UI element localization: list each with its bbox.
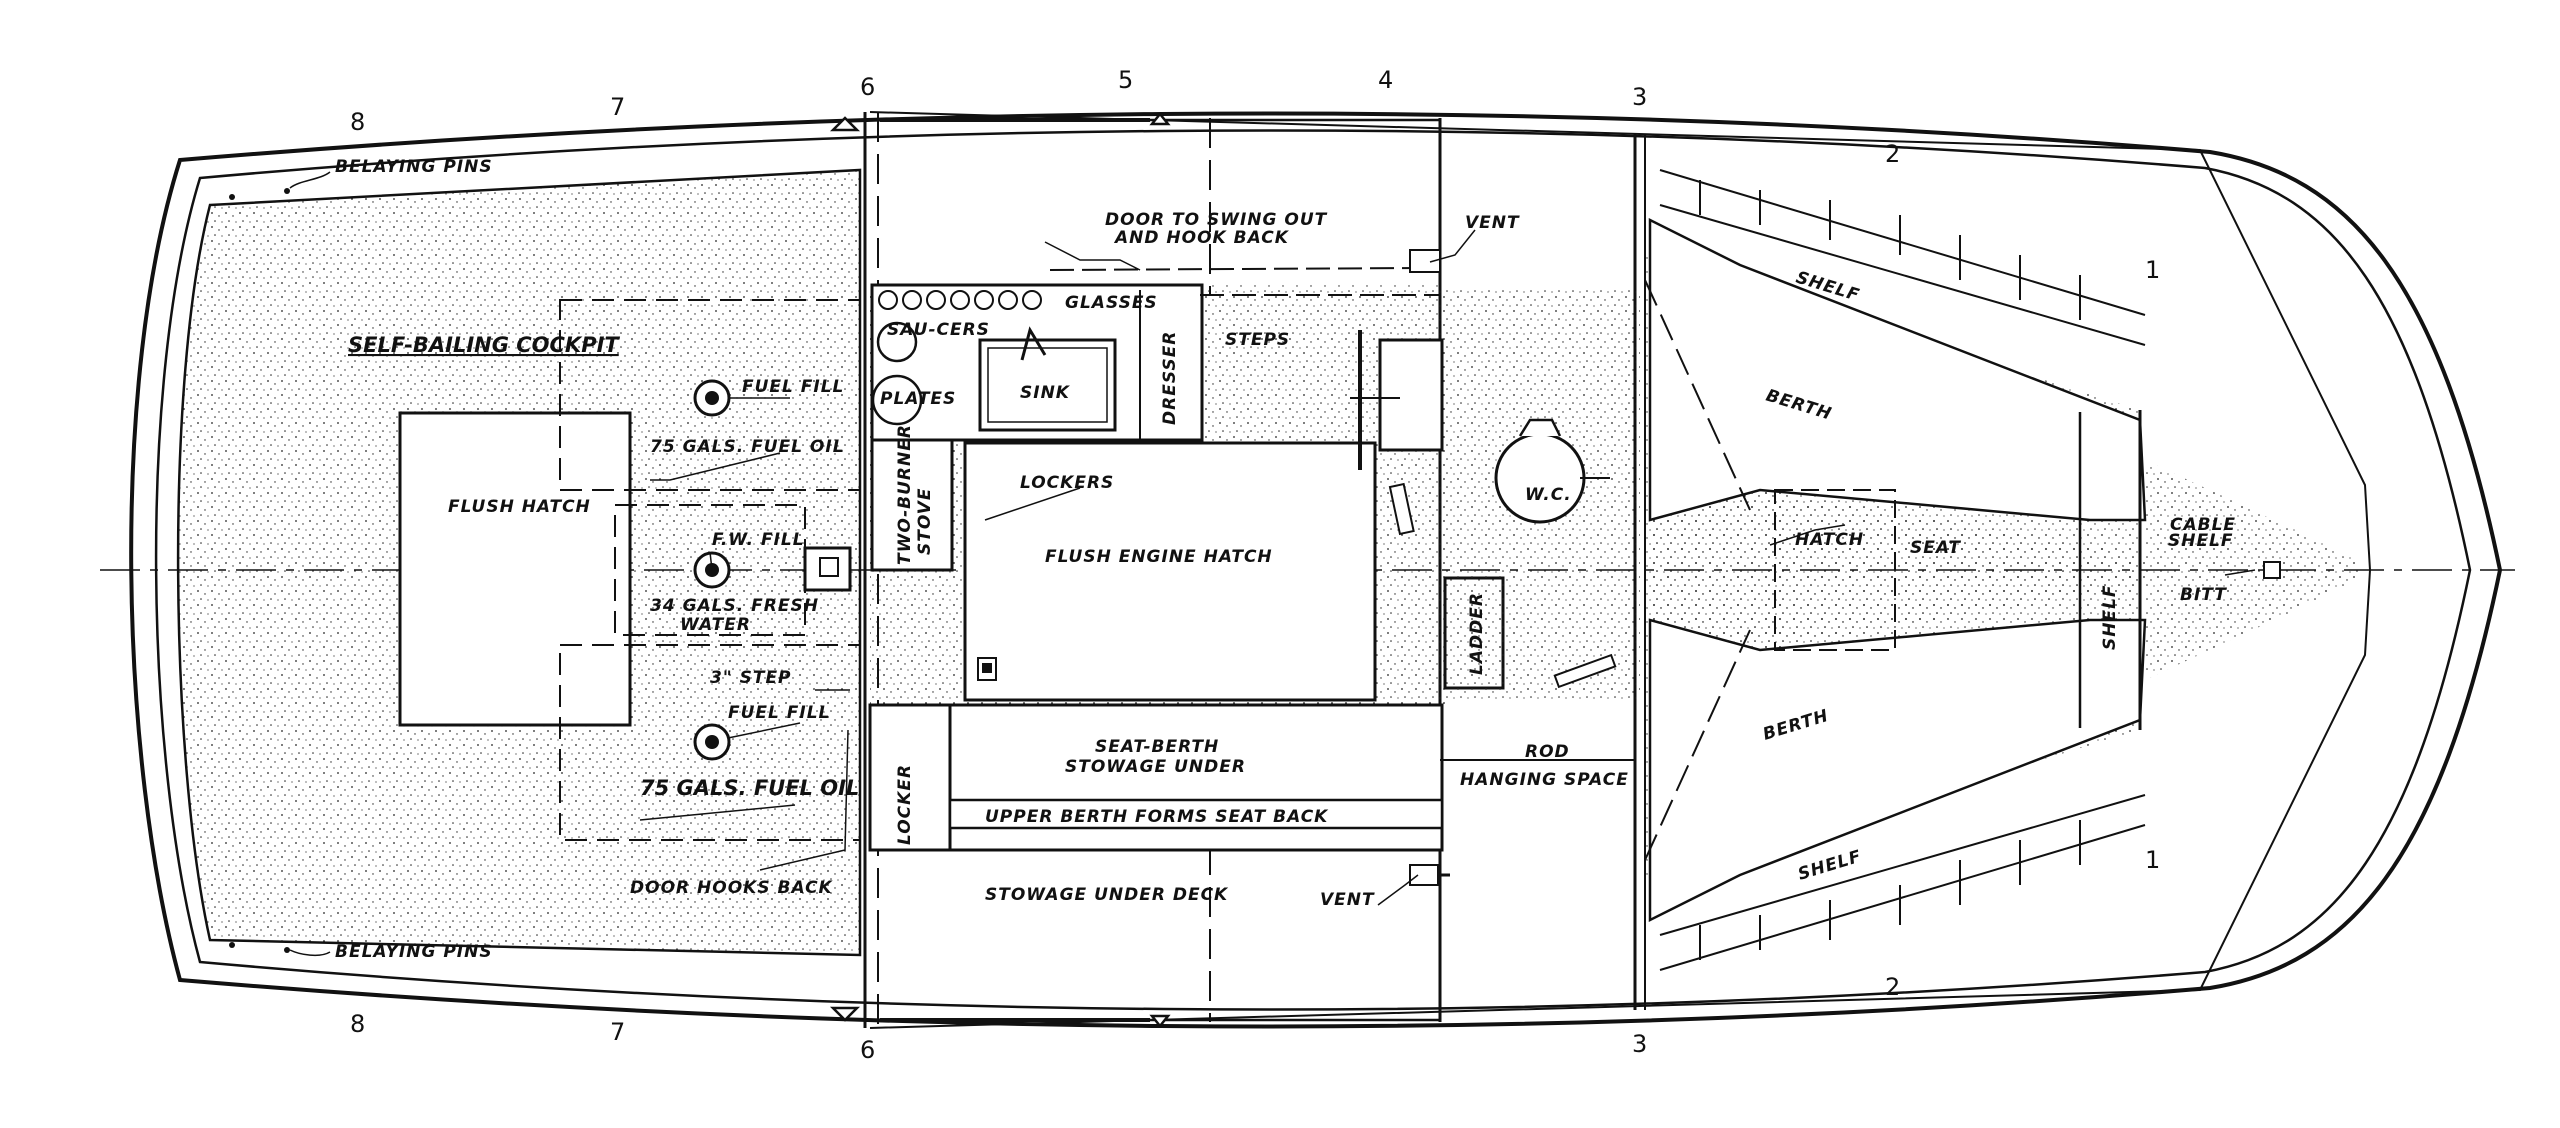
- station-7-top: 7: [610, 93, 625, 121]
- steps-label: STEPS: [1225, 330, 1290, 350]
- fresh-water-line-1: 34 GALS. FRESH: [650, 596, 819, 616]
- berth-lower: [1648, 618, 2147, 923]
- sink: [978, 338, 1117, 432]
- cable-shelf-line-2: SHELF: [2168, 531, 2234, 551]
- cable-shelf-line-1: CABLE: [2170, 515, 2236, 535]
- fuel-fill-bottom-label: FUEL FILL: [728, 703, 830, 723]
- station-8-top: 8: [350, 108, 365, 136]
- bitt-label: BITT: [2180, 585, 2227, 605]
- stove-line-2: STOVE: [915, 488, 935, 555]
- glasses-label: GLASSES: [1065, 293, 1158, 313]
- hatch-label: HATCH: [1795, 530, 1864, 550]
- fuel-fill-top-label: FUEL FILL: [742, 377, 844, 397]
- fw-fill-label: F.W. FILL: [712, 530, 805, 550]
- chock-icon: [829, 116, 861, 132]
- flush-hatch: [398, 411, 632, 727]
- door-swing-line-1: DOOR TO SWING OUT: [1105, 210, 1328, 230]
- deck-fittings: [829, 111, 1171, 1029]
- belaying-pins-top-label: BELAYING PINS: [335, 157, 493, 177]
- station-7-bottom: 7: [610, 1018, 625, 1046]
- fresh-water-line-2: WATER: [680, 615, 751, 635]
- seat-label: SEAT: [1910, 538, 1961, 558]
- glasses-rack: [878, 290, 1042, 310]
- fuel-fill-top-icon: [693, 379, 731, 417]
- forward-hatch: [1774, 489, 1896, 651]
- fuel-fill-bottom-icon: [693, 723, 731, 761]
- upper-berth-label: UPPER BERTH FORMS SEAT BACK: [985, 807, 1329, 827]
- saucers-rack: [876, 321, 918, 363]
- seat-berth-line-2: STOWAGE UNDER: [1065, 757, 1246, 777]
- station-2-bottom: 2: [1885, 973, 1900, 1001]
- forward-cabin: [1644, 169, 2147, 971]
- belaying-pin-icon: [229, 194, 235, 200]
- cockpit: [176, 168, 862, 957]
- stove-line-1: TWO-BURNER: [895, 424, 915, 565]
- step-block: [803, 546, 852, 592]
- dresser-label: DRESSER: [1160, 331, 1180, 425]
- door-swing-line-2: AND HOOK BACK: [1113, 228, 1290, 248]
- seat-berth-line-1: SEAT-BERTH: [1095, 737, 1219, 757]
- bitt-icon: [2263, 561, 2281, 579]
- fuel-oil-top-label: 75 GALS. FUEL OIL: [650, 437, 845, 457]
- wc-icon: [1494, 432, 1586, 524]
- shelf-fwd-label: SHELF: [2100, 584, 2120, 650]
- faucet-icon: [1020, 326, 1047, 361]
- ladder-label: LADDER: [1467, 592, 1487, 675]
- lockers-label: LOCKERS: [1020, 473, 1114, 493]
- station-3-bottom: 3: [1632, 1030, 1647, 1058]
- wc-label: W.C.: [1525, 485, 1572, 505]
- plates-label: PLATES: [880, 389, 956, 409]
- stowage-under-deck-label: STOWAGE UNDER DECK: [985, 885, 1229, 905]
- station-6-top: 6: [860, 73, 875, 101]
- berth-upper: [1648, 217, 2147, 522]
- galley: [870, 249, 1445, 705]
- leader-lines: [289, 171, 2256, 957]
- station-8-bottom: 8: [350, 1010, 365, 1038]
- rod-label: ROD: [1525, 742, 1570, 762]
- saucers-label: SAU-CERS: [887, 320, 990, 340]
- station-2-top: 2: [1885, 140, 1900, 168]
- station-5-top: 5: [1118, 66, 1133, 94]
- head-compartment: [1388, 290, 1640, 700]
- door-hooks-back-label: DOOR HOOKS BACK: [630, 878, 834, 898]
- step-label: 3" STEP: [710, 668, 792, 688]
- plates-rack: [871, 374, 923, 426]
- station-4-top: 4: [1378, 66, 1393, 94]
- steps-box: [1378, 338, 1444, 452]
- flush-engine-hatch: [963, 441, 1377, 702]
- station-1-top: 1: [2145, 256, 2160, 284]
- engine-hatch-label: FLUSH ENGINE HATCH: [1045, 547, 1273, 567]
- station-6-bottom: 6: [860, 1036, 875, 1064]
- cockpit-title: SELF-BAILING COCKPIT: [348, 333, 620, 357]
- sink-label: SINK: [1020, 383, 1071, 403]
- station-3-top: 3: [1632, 83, 1647, 111]
- flush-hatch-label: FLUSH HATCH: [448, 497, 591, 517]
- hanging-space-label: HANGING SPACE: [1460, 770, 1629, 790]
- vent-bottom-label: VENT: [1320, 890, 1375, 910]
- belaying-pins-bottom-label: BELAYING PINS: [335, 942, 493, 962]
- locker-label: LOCKER: [895, 764, 915, 845]
- stove: [870, 438, 954, 572]
- labels: BELAYING PINS BELAYING PINS SELF-BAILING…: [335, 157, 2236, 962]
- vent-top-label: VENT: [1465, 213, 1520, 233]
- station-numbers: 8 7 6 5 4 3 2 1 8 7 6 3 2 1: [350, 66, 2160, 1064]
- station-1-bottom: 1: [2145, 846, 2160, 874]
- fuel-oil-bottom-label: 75 GALS. FUEL OIL: [640, 776, 859, 800]
